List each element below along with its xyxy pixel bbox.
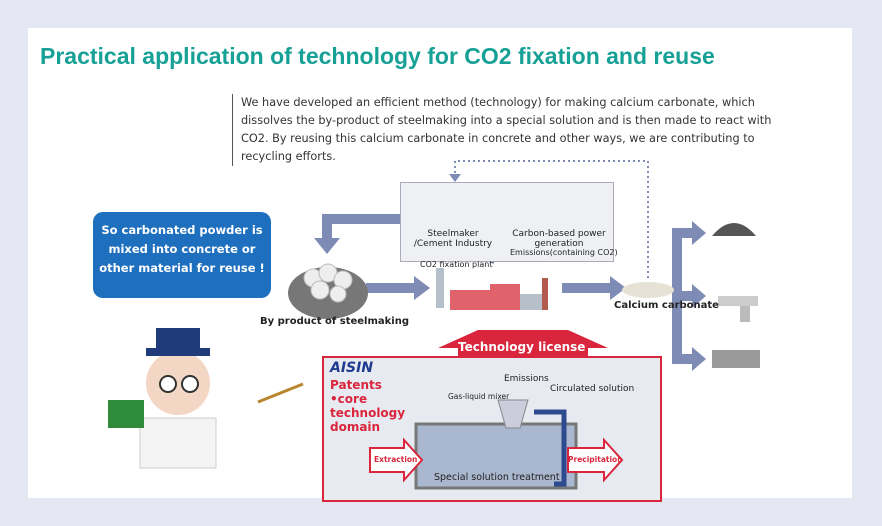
extraction-label: Extraction	[374, 455, 418, 464]
treatment-label: Special solution treatment	[434, 472, 560, 483]
professor-illustration	[108, 328, 304, 469]
mixer-label: Gas-liquid mixer	[448, 392, 510, 401]
steelmaker-label: Steelmaker /Cement Industry	[413, 229, 493, 249]
plant-label: CO2 fixation plant	[420, 260, 493, 269]
license-label: Technology license	[458, 340, 586, 354]
description: We have developed an efficient method (t…	[232, 94, 792, 166]
license-arrow	[438, 330, 608, 358]
plant-icon	[436, 268, 548, 310]
aisin-technology-box: AISIN Patents •core technology domain Em…	[322, 356, 662, 502]
precipitation-label: Precipitation	[568, 455, 623, 464]
patents-label: Patents	[330, 378, 382, 392]
core-domain-label: •core technology domain	[330, 392, 406, 434]
speech-bubble: So carbonated powder is mixed into concr…	[93, 212, 271, 298]
power-label: Carbon-based power generation	[512, 229, 606, 249]
page-title: Practical application of technology for …	[40, 43, 715, 69]
emission-sources-box: Steelmaker /Cement Industry Carbon-based…	[400, 182, 614, 262]
emissions-label: Emissions	[504, 374, 549, 384]
aisin-logo: AISIN	[330, 360, 374, 376]
circulated-label: Circulated solution	[550, 384, 635, 394]
content-panel: Practical application of technology for …	[28, 28, 852, 502]
calcium-label: Calcium carbonate	[614, 300, 719, 311]
emissions-co2-label: Emissions(containing CO2)	[510, 248, 618, 257]
byproduct-label: By product of steelmaking	[260, 316, 409, 327]
